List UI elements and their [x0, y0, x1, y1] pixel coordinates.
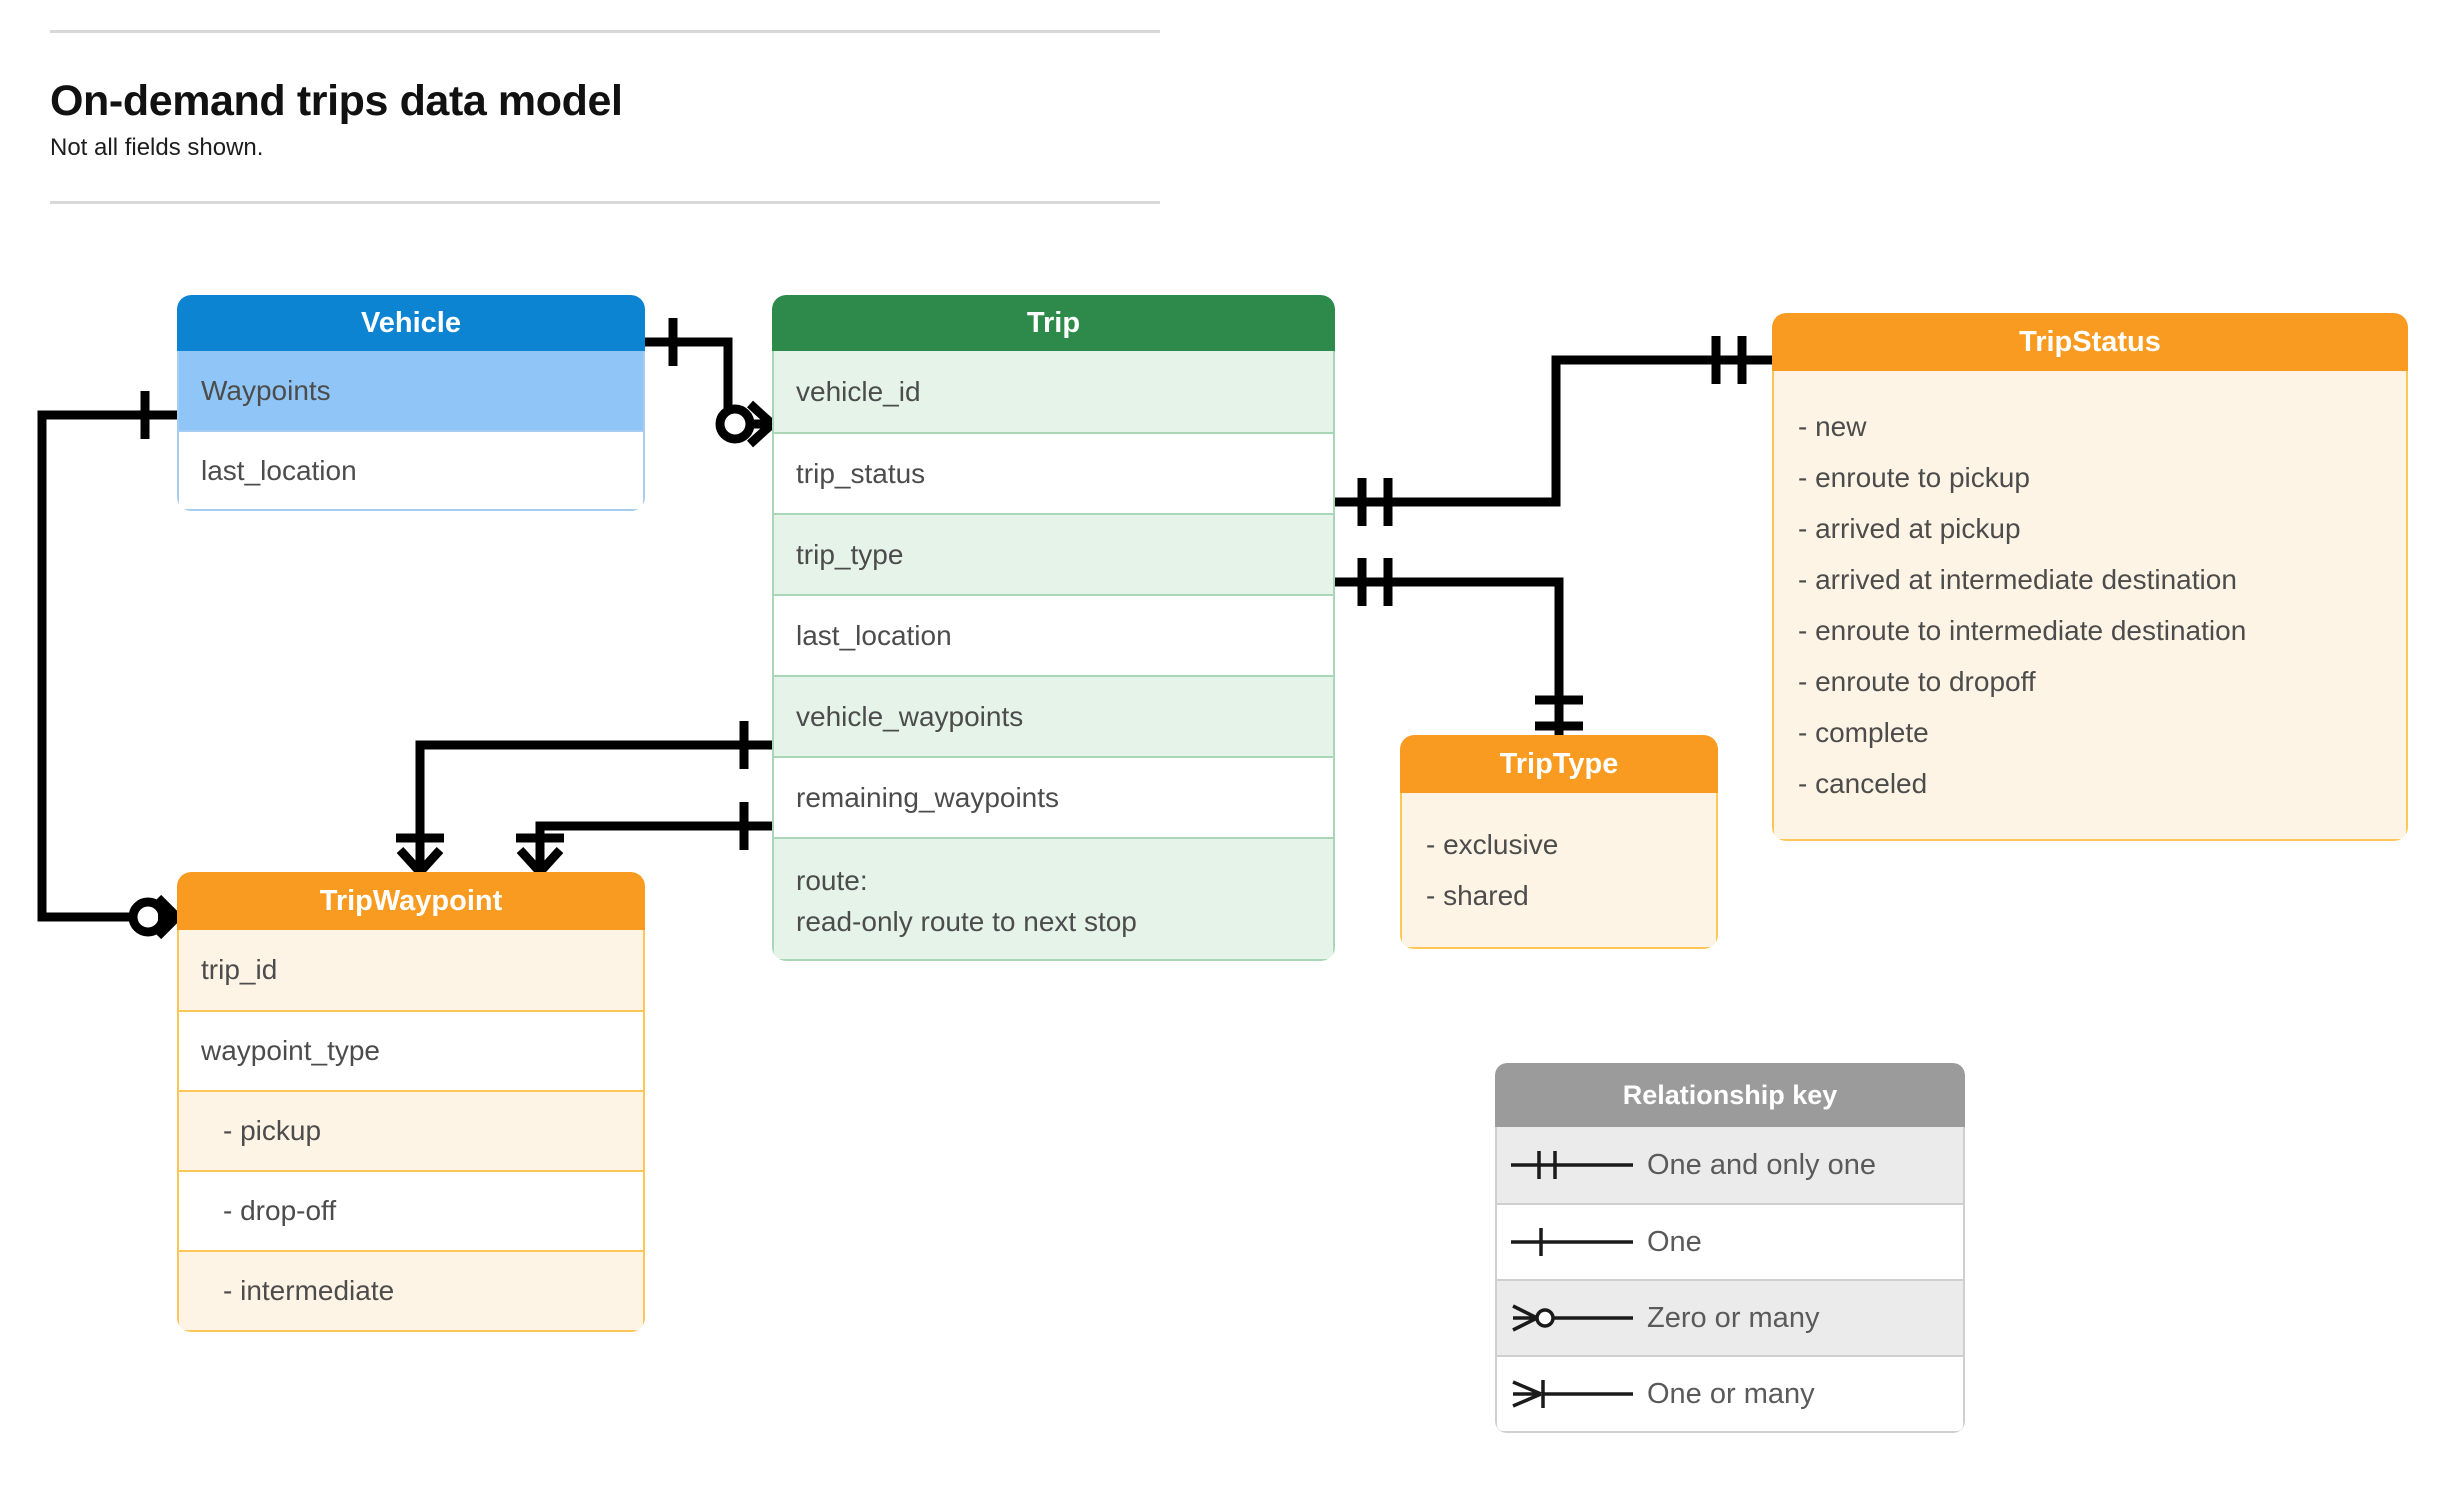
trip-status-value: - arrived at intermediate destination	[1798, 563, 2237, 595]
trip-status-value: - canceled	[1798, 767, 1928, 799]
entity-trip[interactable]: Trip vehicle_id trip_status trip_type la…	[772, 295, 1335, 961]
zero-or-many-icon	[1497, 1298, 1647, 1338]
entity-trip-status-title: TripStatus	[1772, 313, 2408, 371]
entity-trip-route-line2: read-only route to next stop	[796, 905, 1137, 937]
entity-vehicle-field-waypoints[interactable]: Waypoints	[179, 351, 643, 430]
entity-vehicle-field-last-location[interactable]: last_location	[179, 430, 643, 509]
page-subtitle: Not all fields shown.	[50, 134, 264, 162]
trip-status-value: - complete	[1798, 716, 1929, 748]
header-rule-top	[50, 30, 1160, 33]
relationship-key-body: One and only one One	[1495, 1127, 1965, 1433]
header-block: On-demand trips data model Not all field…	[50, 30, 1160, 204]
cardinality-zero-circle-tripwaypoint	[128, 897, 168, 937]
one-and-only-one-icon	[1497, 1145, 1647, 1185]
entity-vehicle-title: Vehicle	[177, 295, 645, 351]
entity-trip-title: Trip	[772, 295, 1335, 351]
waypoint-type-value-intermediate: - intermediate	[179, 1250, 643, 1330]
trip-status-value: - enroute to dropoff	[1798, 665, 2036, 697]
waypoint-type-value-pickup: - pickup	[179, 1090, 643, 1170]
connector-vehicle-trip	[645, 337, 772, 429]
entity-trip-field-trip-status[interactable]: trip_status	[774, 432, 1333, 513]
key-label-zero-or-many: Zero or many	[1647, 1301, 1820, 1334]
header-rule-bottom-wrap	[50, 200, 1160, 204]
entity-trip-waypoint[interactable]: TripWaypoint trip_id waypoint_type - pic…	[177, 872, 645, 1332]
entity-trip-field-last-location[interactable]: last_location	[774, 594, 1333, 675]
trip-status-value: - arrived at pickup	[1798, 512, 2021, 544]
entity-trip-type-title: TripType	[1400, 735, 1718, 793]
key-row-zero-or-many: Zero or many	[1497, 1279, 1963, 1355]
entity-trip-field-vehicle-id[interactable]: vehicle_id	[774, 351, 1333, 432]
entity-trip-waypoint-body: trip_id waypoint_type - pickup - drop-of…	[177, 930, 645, 1332]
page-title: On-demand trips data model	[50, 77, 623, 125]
connector-trip-tripstatus	[1335, 355, 1772, 507]
trip-status-value: - new	[1798, 410, 1867, 442]
trip-type-value: - shared	[1426, 879, 1529, 911]
key-label-one: One	[1647, 1225, 1702, 1258]
one-or-many-icon	[1497, 1374, 1647, 1414]
entity-trip-status[interactable]: TripStatus - new - enroute to pickup - a…	[1772, 313, 2408, 841]
cardinality-crowsfoot-tripwaypoint-left	[154, 894, 181, 940]
cardinality-crowsfoot-tripwaypoint-a	[396, 846, 444, 876]
entity-trip-field-route[interactable]: route: read-only route to next stop	[774, 837, 1333, 959]
trip-status-value: - enroute to pickup	[1798, 461, 2030, 493]
one-icon	[1497, 1222, 1647, 1262]
entity-trip-type[interactable]: TripType - exclusive - shared	[1400, 735, 1718, 949]
connector-vehicle-waypoints-tripwaypoint	[37, 410, 177, 922]
key-row-one-and-only-one: One and only one	[1497, 1127, 1963, 1203]
key-label-one-and-only-one: One and only one	[1647, 1148, 1876, 1181]
waypoint-type-value-dropoff: - drop-off	[179, 1170, 643, 1250]
entity-trip-field-remaining-waypoints[interactable]: remaining_waypoints	[774, 756, 1333, 837]
cardinality-crowsfoot-trip	[746, 400, 776, 448]
header-rule-bottom	[50, 200, 1160, 204]
entity-vehicle[interactable]: Vehicle Waypoints last_location	[177, 295, 645, 511]
entity-trip-field-trip-type[interactable]: trip_type	[774, 513, 1333, 594]
entity-trip-waypoint-field-waypoint-type[interactable]: waypoint_type	[179, 1010, 643, 1090]
connector-trip-triptype	[1335, 577, 1564, 735]
connector-remaining-waypoints-field	[535, 821, 772, 872]
trip-type-value: - exclusive	[1426, 828, 1559, 860]
entity-trip-field-vehicle-waypoints[interactable]: vehicle_waypoints	[774, 675, 1333, 756]
entity-trip-body: vehicle_id trip_status trip_type last_lo…	[772, 351, 1335, 961]
relationship-key-title: Relationship key	[1495, 1063, 1965, 1127]
entity-trip-status-body: - new - enroute to pickup - arrived at p…	[1772, 371, 2408, 841]
entity-trip-waypoint-title: TripWaypoint	[177, 872, 645, 930]
entity-vehicle-body: Waypoints last_location	[177, 351, 645, 511]
key-label-one-or-many: One or many	[1647, 1377, 1815, 1410]
key-row-one: One	[1497, 1203, 1963, 1279]
entity-trip-route-line1: route:	[796, 865, 868, 896]
entity-trip-type-body: - exclusive - shared	[1400, 793, 1718, 949]
cardinality-crowsfoot-tripwaypoint-b	[516, 846, 564, 876]
key-row-one-or-many: One or many	[1497, 1355, 1963, 1431]
cardinality-zero-circle-trip	[715, 404, 755, 444]
trip-status-value: - enroute to intermediate destination	[1798, 614, 2247, 646]
relationship-key: Relationship key One and only one	[1495, 1063, 1965, 1433]
entity-trip-waypoint-field-trip-id[interactable]: trip_id	[179, 930, 643, 1010]
connector-vehicle-waypoints-field	[415, 740, 772, 872]
